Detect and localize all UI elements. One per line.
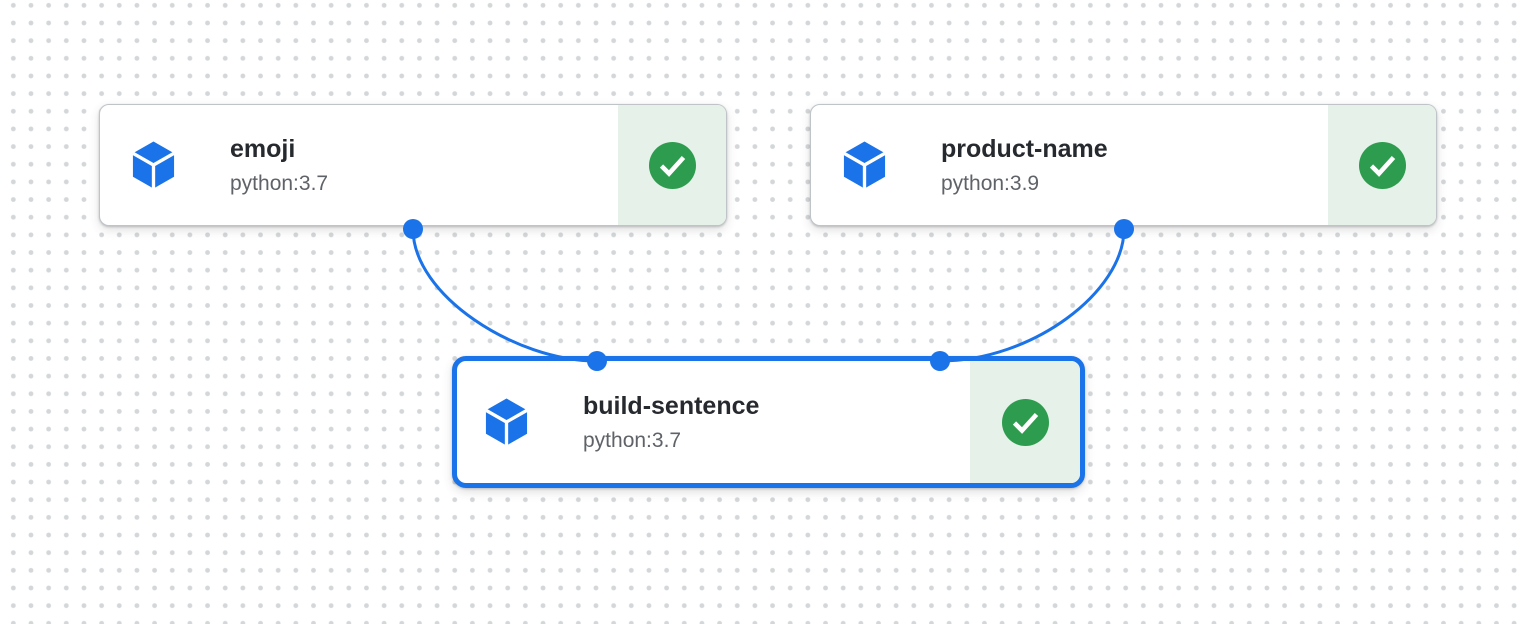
edge-product-name-to-build-sentence	[939, 228, 1126, 363]
node-subtitle: python:3.7	[230, 171, 329, 195]
success-check-icon	[648, 141, 696, 189]
node-title: build-sentence	[583, 391, 760, 420]
status-panel	[970, 361, 1080, 483]
status-panel	[618, 105, 726, 225]
status-panel	[1328, 105, 1436, 225]
success-check-icon	[1001, 398, 1049, 446]
cube-icon	[841, 140, 888, 190]
cube-icon	[130, 140, 177, 190]
node-text-block: build-sentence python:3.7	[583, 391, 759, 454]
node-title: emoji	[230, 134, 296, 163]
pipeline-node-emoji[interactable]: emoji python:3.7	[99, 104, 727, 226]
node-subtitle: python:3.9	[941, 171, 1040, 195]
edge-emoji-to-build-sentence	[411, 228, 598, 363]
pipeline-node-build-sentence[interactable]: build-sentence python:3.7	[452, 356, 1085, 488]
pipeline-node-product-name[interactable]: product-name python:3.9	[810, 104, 1437, 226]
node-text-block: product-name python:3.9	[941, 134, 1108, 197]
node-text-block: emoji python:3.7	[230, 134, 328, 197]
cube-icon	[483, 397, 530, 447]
node-subtitle: python:3.7	[583, 428, 682, 452]
success-check-icon	[1358, 141, 1406, 189]
node-title: product-name	[941, 134, 1108, 163]
